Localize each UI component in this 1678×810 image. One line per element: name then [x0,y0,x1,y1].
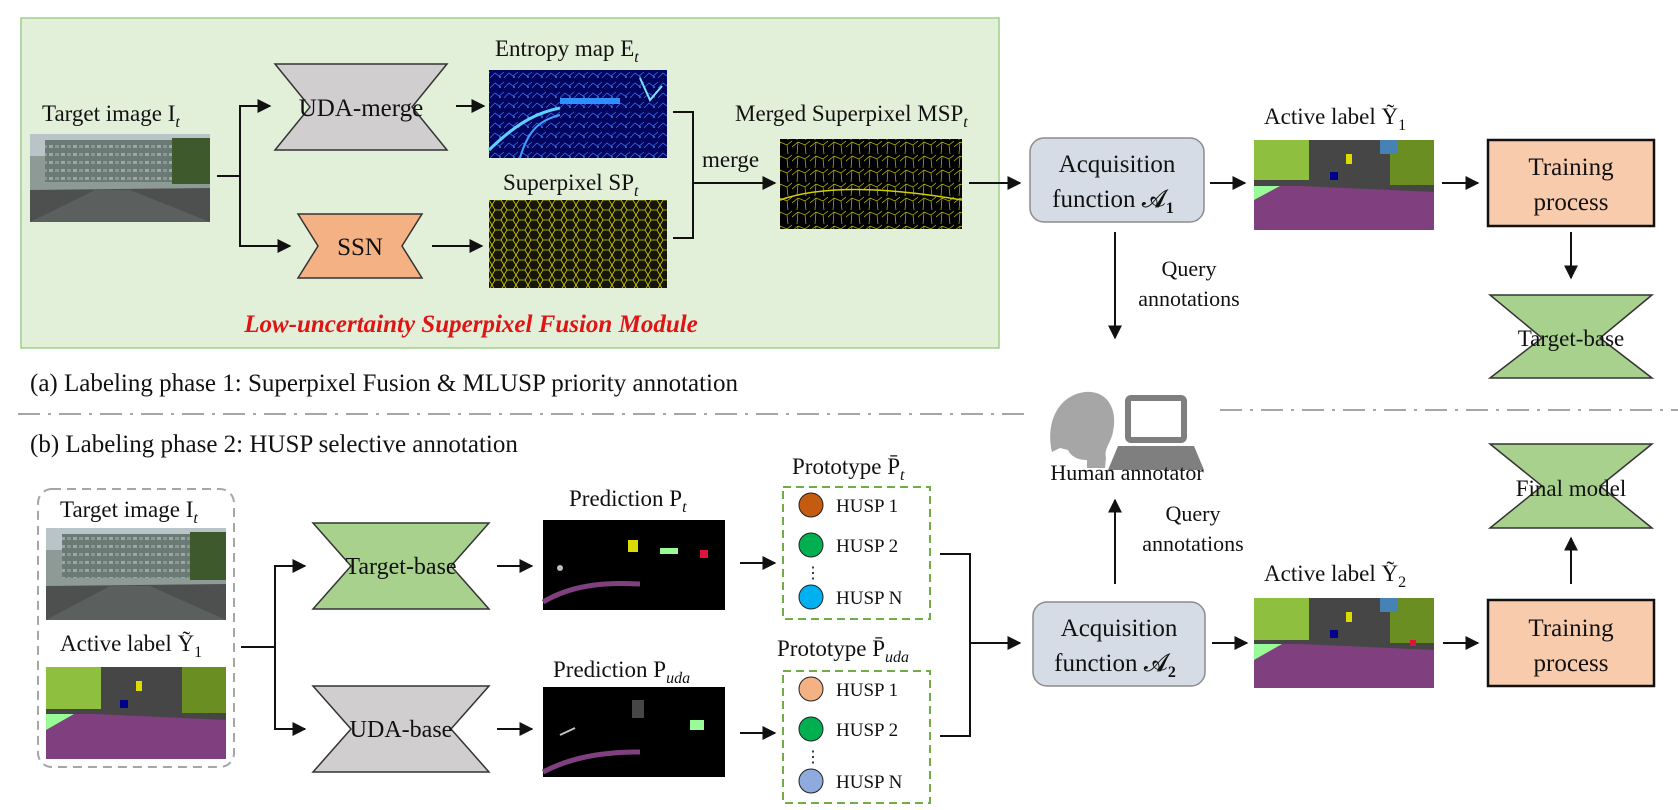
merged-superpixel-image [779,139,963,229]
husp-t-2-label: HUSP 2 [836,536,898,557]
uda-base-label: UDA-base [350,717,453,743]
husp-uda-2-label: HUSP 2 [836,720,898,741]
p1-target-base-block [1487,294,1655,379]
husp-t-n-label: HUSP N [836,588,903,609]
uda-merge-label: UDA-merge [299,95,424,122]
uda-merge-block [273,63,449,151]
acq2-line1: Acquisition [1061,615,1178,642]
p2-query-line2: annotations [1142,531,1243,556]
human-annotator-label: Human annotator [1050,460,1204,485]
phase1-caption: (a) Labeling phase 1: Superpixel Fusion … [30,370,739,397]
p2-target-image [46,528,226,620]
prediction-uda-image [541,687,725,777]
prediction-t-image [541,520,725,610]
p1-target-base-label: Target-base [1518,326,1625,351]
acquisition-function-1 [1029,137,1205,223]
final-model-label: Final model [1516,476,1627,501]
fusion-module-title: Low-uncertainty Superpixel Fusion Module [243,311,698,338]
p1-split-arrow [217,99,272,177]
entropy-map-label: Entropy map Et [495,36,639,66]
husp-t-1-label: HUSP 1 [836,496,898,517]
p1-target-image-label: Target image It [42,101,180,131]
superpixel-label: Superpixel SPt [503,170,639,200]
final-model-block [1487,443,1655,529]
p2-active-label2-caption: Active label Ỹ2 [1264,561,1406,591]
prototype-uda-list: HUSP 1 HUSP 2 ⋮ HUSP N [798,676,903,794]
prototype-t-box [782,486,931,620]
husp-uda-1-label: HUSP 1 [836,680,898,701]
husp-t-n-dot [798,584,824,610]
husp-uda-n-label: HUSP N [836,772,903,793]
p2-query-line1: Query [1166,501,1221,526]
superpixel-image [489,200,667,288]
person-head-icon [1050,391,1115,468]
acquisition-function-2 [1032,601,1206,687]
merge-bracket [673,111,694,239]
husp-uda-2-dot [798,716,824,742]
husp-uda-1-dot [798,676,824,702]
ssn-block [296,213,424,279]
prototype-bracket [940,553,971,737]
merge-label: merge [702,147,759,172]
prototype-t-list: HUSP 1 HUSP 2 ⋮ HUSP N [798,492,903,610]
training1-line2: process [1534,189,1609,216]
p2-active-label2-image [1254,598,1434,688]
prediction-uda-label: Prediction Puda [553,657,690,687]
p1-active-label-image [1254,140,1434,230]
p2-active-label-image [46,667,226,759]
acq1-line2: function 𝓐1 [1052,186,1174,217]
p1-target-image [30,134,210,222]
p2-target-base-label: Target-base [345,554,456,580]
p1-query-line2: annotations [1138,286,1239,311]
laptop-icon [1108,395,1204,470]
prototype-t-label: Prototype P̄t [792,454,905,484]
prediction-t-label: Prediction Pt [569,486,687,516]
p2-target-base-block [311,522,491,610]
husp-t-ellipsis: ⋮ [805,565,821,582]
p1-query-line1: Query [1162,256,1217,281]
acq2-line2: function 𝓐2 [1054,650,1176,681]
husp-uda-n-dot [798,768,824,794]
p2-target-image-label: Target image It [60,497,198,527]
entropy-map-image [487,70,667,159]
training2-line2: process [1534,650,1609,677]
phase2-caption: (b) Labeling phase 2: HUSP selective ann… [30,431,518,458]
prototype-uda-label: Prototype P̄uda [777,636,909,666]
prototype-uda-box [782,670,931,804]
training-process-2 [1486,598,1656,688]
merged-superpixel-label: Merged Superpixel MSPt [735,101,968,131]
ssn-label: SSN [337,234,383,261]
p2-active-label-caption: Active label Ỹ1 [60,631,202,661]
husp-t-2-dot [798,532,824,558]
husp-t-1-dot [798,492,824,518]
p2-input-group [37,488,235,768]
acq1-line1: Acquisition [1059,151,1176,178]
uda-base-block [311,685,491,773]
training1-line1: Training [1528,154,1614,181]
training-process-1 [1486,138,1656,228]
p1-active-label-caption: Active label Ỹ1 [1264,104,1406,134]
training2-line1: Training [1528,615,1614,642]
husp-uda-ellipsis: ⋮ [805,749,821,766]
